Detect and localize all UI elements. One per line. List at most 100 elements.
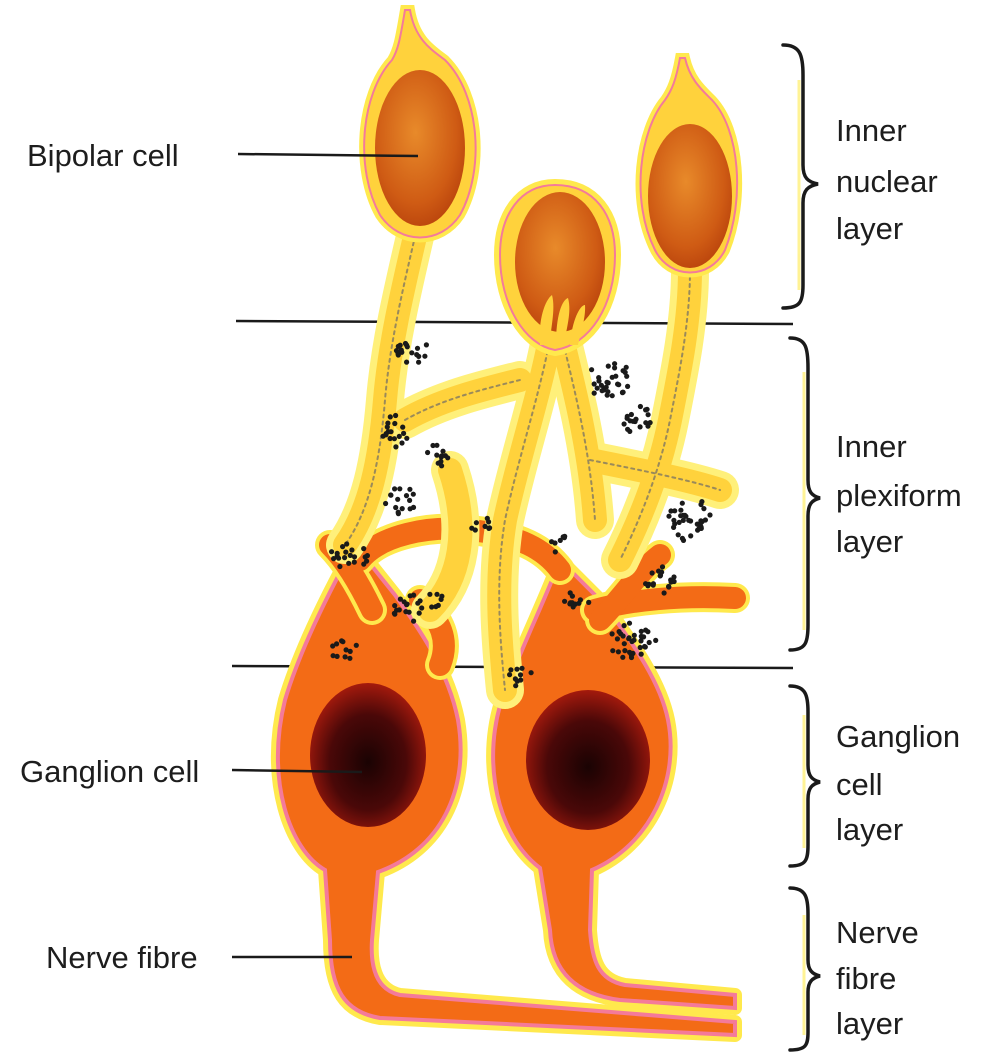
vesicle-dot — [529, 670, 534, 675]
vesicle-dot — [439, 597, 444, 602]
vesicle-dot — [627, 621, 632, 626]
vesicle-dot — [631, 638, 636, 643]
vesicle-dot — [395, 497, 400, 502]
vesicle-dot — [606, 364, 611, 369]
vesicle-dot — [589, 367, 594, 372]
vesicle-dot — [346, 561, 351, 566]
vesicle-dot — [622, 648, 627, 653]
vesicle-dot — [622, 421, 627, 426]
vesicle-dot — [408, 506, 413, 511]
vesicle-dot — [628, 418, 633, 423]
ganglion-nucleus-right — [526, 690, 650, 830]
vesicle-dot — [383, 501, 388, 506]
vesicle-dot — [424, 342, 429, 347]
vesicle-dot — [627, 635, 632, 640]
vesicle-dot — [329, 549, 334, 554]
vesicle-dot — [363, 554, 368, 559]
vesicle-dot — [337, 564, 342, 569]
vesicle-dot — [440, 449, 445, 454]
vesicle-dot — [397, 607, 402, 612]
bipolar-nucleus-right — [648, 124, 732, 268]
vesicle-dot — [701, 506, 706, 511]
label-bipolar-cell: Bipolar cell — [27, 138, 179, 173]
layer-ganglion-cell-line3: layer — [836, 812, 903, 847]
vesicle-dot — [352, 554, 357, 559]
vesicle-dot — [592, 391, 597, 396]
vesicle-dot — [562, 599, 567, 604]
vesicle-dot — [400, 425, 405, 430]
vesicle-dot — [677, 520, 682, 525]
label-nerve-fibre: Nerve fibre — [46, 940, 198, 975]
vesicle-dot — [425, 450, 430, 455]
vesicle-dot — [401, 431, 406, 436]
vesicle-dot — [615, 636, 620, 641]
vesicle-dot — [707, 512, 712, 517]
vesicle-dot — [427, 592, 432, 597]
vesicle-dot — [688, 518, 693, 523]
vesicle-dot — [624, 365, 629, 370]
vesicle-dot — [570, 594, 575, 599]
layer-inner-plexiform-line1: Inner — [836, 429, 907, 464]
vesicle-dot — [418, 598, 423, 603]
ganglion-cell-right — [493, 560, 735, 1008]
vesicle-dot — [393, 444, 398, 449]
vesicle-dot — [586, 600, 591, 605]
vesicle-dot — [620, 655, 625, 660]
vesicle-dot — [392, 421, 397, 426]
vesicle-dot — [638, 424, 643, 429]
vesicle-dot — [439, 453, 444, 458]
vesicle-dot — [672, 579, 677, 584]
vesicle-dot — [645, 583, 650, 588]
vesicle-dot — [508, 667, 513, 672]
vesicle-dot — [646, 412, 651, 417]
layer-nerve-fibre-line1: Nerve — [836, 915, 919, 950]
layer-inner-plexiform-line2: plexiform — [836, 478, 962, 513]
vesicle-dot — [344, 647, 349, 652]
layer-label-ganglion-cell: Ganglion cell layer — [836, 719, 960, 847]
vesicle-dot — [434, 453, 439, 458]
vesicle-dot — [438, 459, 443, 464]
layer-nerve-fibre-line2: fibre — [836, 961, 896, 996]
vesicle-dot — [469, 526, 474, 531]
layer-braces — [783, 45, 820, 1050]
vesicle-dot — [396, 344, 401, 349]
vesicle-dot — [612, 361, 617, 366]
vesicle-dot — [330, 643, 335, 648]
vesicle-dot — [361, 562, 366, 567]
vesicle-dot — [486, 519, 491, 524]
vesicle-dot — [408, 593, 413, 598]
vesicle-dot — [627, 650, 632, 655]
vesicle-dot — [429, 604, 434, 609]
vesicle-dot — [622, 641, 627, 646]
vesicle-dot — [384, 431, 389, 436]
layer-label-nerve-fibre: Nerve fibre layer — [836, 915, 919, 1041]
vesicle-dot — [576, 601, 581, 606]
vesicle-dot — [416, 354, 421, 359]
vesicle-dot — [610, 375, 615, 380]
vesicle-dot — [641, 634, 646, 639]
vesicle-dot — [648, 420, 653, 425]
layer-ganglion-cell-line1: Ganglion — [836, 719, 960, 754]
vesicle-dot — [513, 683, 518, 688]
vesicle-dot — [624, 374, 629, 379]
vesicle-dot — [434, 592, 439, 597]
vesicle-dot — [647, 640, 652, 645]
vesicle-dot — [570, 600, 575, 605]
vesicle-dot — [354, 643, 359, 648]
vesicle-dot — [404, 436, 409, 441]
vesicle-dot — [552, 540, 557, 545]
vesicle-dot — [595, 386, 600, 391]
vesicle-dot — [660, 564, 665, 569]
vesicle-dot — [638, 645, 643, 650]
vesicle-dot — [393, 413, 398, 418]
vesicle-dot — [417, 611, 422, 616]
vesicle-dot — [680, 536, 685, 541]
vesicle-dot — [610, 631, 615, 636]
vesicle-dot — [672, 521, 677, 526]
vesicle-dot — [620, 390, 625, 395]
vesicle-dot — [650, 570, 655, 575]
vesicle-dot — [666, 514, 671, 519]
vesicle-dot — [515, 679, 520, 684]
vesicle-dot — [616, 649, 621, 654]
vesicle-dot — [347, 656, 352, 661]
